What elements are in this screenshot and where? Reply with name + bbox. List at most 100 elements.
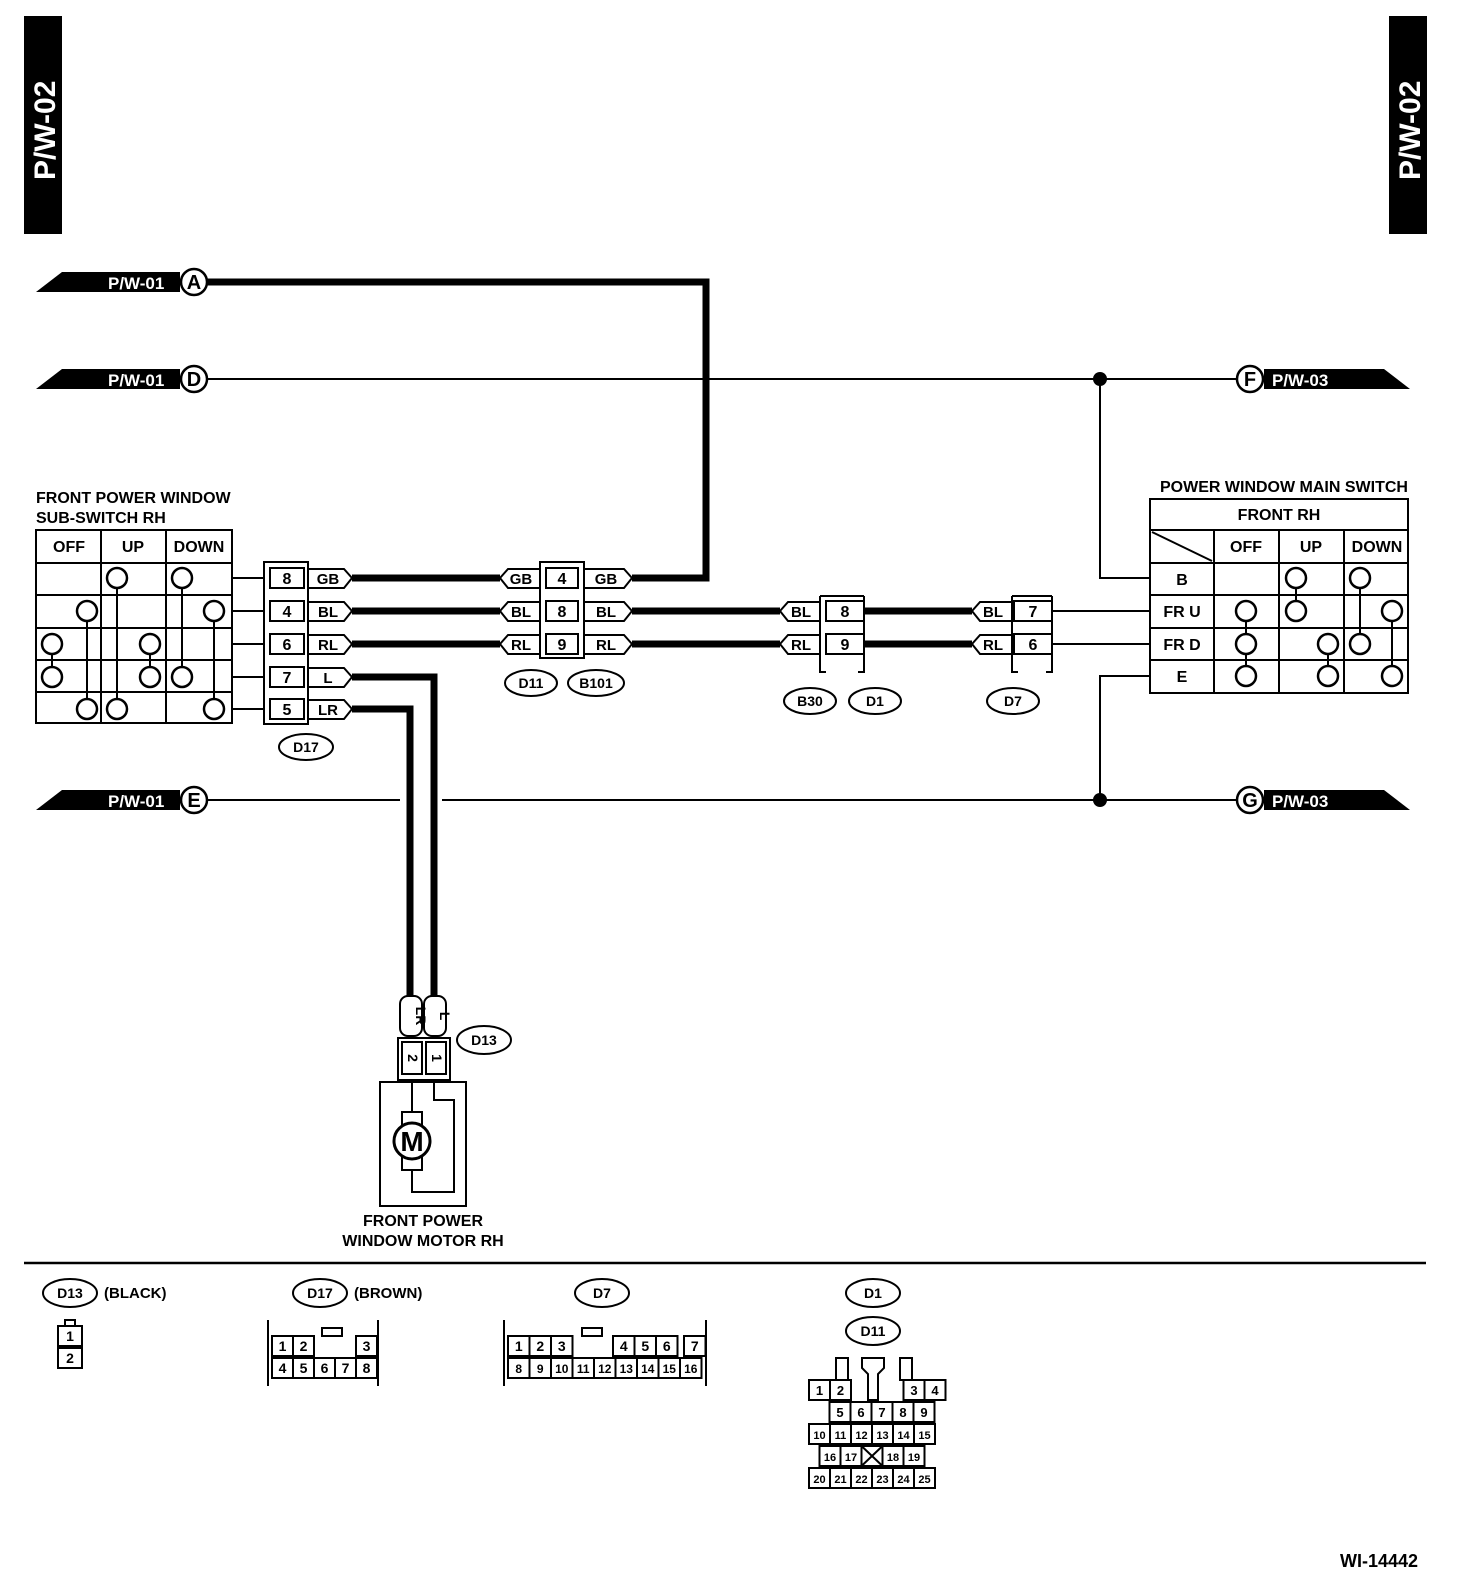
svg-text:OFF: OFF (1230, 539, 1262, 556)
svg-text:FRONT POWER: FRONT POWER (363, 1213, 483, 1230)
d1-pin: 16 (824, 1452, 836, 1464)
connector-d13: LR L 2 1 D13 (397, 995, 512, 1081)
svg-text:D1: D1 (866, 693, 884, 709)
d1-pin: 14 (897, 1430, 910, 1442)
svg-text:B101: B101 (579, 675, 613, 691)
connector-d11-b101: 4 8 9 GB BL RL GB BL RL D11 B101 (498, 561, 634, 697)
svg-text:1: 1 (66, 1328, 74, 1344)
svg-text:F: F (1244, 369, 1256, 391)
d1-pin: 9 (920, 1405, 927, 1420)
d1-pin: 7 (878, 1405, 885, 1420)
svg-text:B30: B30 (797, 693, 823, 709)
svg-text:D: D (187, 369, 201, 391)
d7-pin: 13 (620, 1362, 634, 1376)
ref-arrow-a: P/W-01 A (36, 267, 209, 297)
d1-pin: 10 (813, 1430, 825, 1442)
svg-text:P/W-01: P/W-01 (108, 274, 164, 293)
svg-text:D1: D1 (864, 1285, 882, 1301)
svg-text:D7: D7 (593, 1285, 611, 1301)
d17-pin: 5 (300, 1360, 308, 1376)
d17-cell (292, 1335, 315, 1357)
d1-blank-cross (860, 1445, 884, 1467)
svg-text:P/W-03: P/W-03 (1272, 371, 1328, 390)
svg-text:P/W-02: P/W-02 (1394, 81, 1427, 180)
svg-text:WINDOW MOTOR RH: WINDOW MOTOR RH (342, 1233, 503, 1250)
svg-text:9: 9 (841, 637, 850, 654)
d7-pin: 8 (515, 1362, 522, 1376)
svg-text:D7: D7 (1004, 693, 1022, 709)
d1-pin: 18 (887, 1452, 899, 1464)
svg-text:RL: RL (318, 637, 338, 654)
svg-text:FRONT RH: FRONT RH (1238, 507, 1321, 524)
svg-text:E: E (187, 790, 200, 812)
d17-pin: 4 (279, 1360, 287, 1376)
page-tab-right: P/W-02 (1389, 16, 1427, 234)
svg-text:(BROWN): (BROWN) (354, 1285, 422, 1302)
svg-text:D17: D17 (293, 739, 319, 755)
svg-text:POWER WINDOW MAIN SWITCH: POWER WINDOW MAIN SWITCH (1160, 479, 1408, 496)
d1-pin: 17 (845, 1452, 857, 1464)
svg-text:4: 4 (558, 571, 567, 588)
svg-text:M: M (400, 1126, 423, 1157)
svg-text:L: L (323, 670, 332, 687)
svg-text:P/W-02: P/W-02 (29, 81, 62, 180)
svg-text:BL: BL (511, 604, 531, 621)
d1-pin: 13 (876, 1430, 888, 1442)
svg-text:D13: D13 (471, 1032, 497, 1048)
d7-cell (655, 1335, 679, 1357)
d7-pin: 4 (620, 1338, 628, 1354)
svg-text:9: 9 (558, 637, 567, 654)
diagram-id: WI-14442 (1340, 1551, 1418, 1571)
svg-text:A: A (187, 272, 201, 294)
d1-cell (829, 1379, 852, 1401)
d1-cell (902, 1445, 926, 1467)
d7-pin: 12 (598, 1362, 612, 1376)
svg-text:6: 6 (1029, 637, 1038, 654)
d17-pin: 3 (363, 1338, 371, 1354)
svg-text:2: 2 (405, 1054, 421, 1062)
d7-pin: 7 (691, 1338, 699, 1354)
connector-b30-d1: 8 9 BL RL B30 D1 (778, 595, 902, 715)
svg-text:FR U: FR U (1163, 604, 1200, 621)
d17-pin: 1 (279, 1338, 287, 1354)
d7-cell (679, 1357, 703, 1379)
d1-pin: 6 (857, 1405, 864, 1420)
d7-pin: 1 (515, 1338, 523, 1354)
d1-pin: 3 (910, 1383, 917, 1398)
ref-arrow-e: P/W-01 E (36, 785, 209, 815)
d1-cell (913, 1467, 936, 1489)
svg-text:FRONT POWER WINDOW: FRONT POWER WINDOW (36, 490, 232, 507)
d1-cell (912, 1401, 936, 1423)
d1-pin: 15 (918, 1430, 930, 1442)
d17-pin: 7 (342, 1360, 350, 1376)
d7-pin: 2 (536, 1338, 544, 1354)
svg-text:(BLACK): (BLACK) (104, 1285, 166, 1302)
svg-text:5: 5 (283, 702, 292, 719)
svg-text:RL: RL (791, 637, 811, 654)
svg-text:6: 6 (283, 637, 292, 654)
svg-text:D17: D17 (307, 1285, 333, 1301)
d17-pin: 2 (300, 1338, 308, 1354)
connector-d7: 7 6 BL RL D7 (970, 595, 1053, 715)
d1-pin: 2 (837, 1383, 844, 1398)
svg-text:P/W-01: P/W-01 (108, 792, 164, 811)
svg-text:GB: GB (595, 571, 618, 588)
svg-text:D11: D11 (519, 675, 544, 691)
d7-pin: 14 (641, 1362, 655, 1376)
svg-text:G: G (1242, 790, 1258, 812)
svg-text:SUB-SWITCH RH: SUB-SWITCH RH (36, 510, 166, 527)
d7-pin: 9 (537, 1362, 544, 1376)
svg-text:BL: BL (318, 604, 338, 621)
svg-text:OFF: OFF (53, 539, 85, 556)
svg-text:DOWN: DOWN (174, 539, 225, 556)
svg-text:DOWN: DOWN (1352, 539, 1403, 556)
d17-cell (355, 1335, 378, 1357)
svg-text:P/W-03: P/W-03 (1272, 792, 1328, 811)
svg-text:8: 8 (841, 604, 850, 621)
d1-pin: 25 (918, 1474, 930, 1486)
svg-text:UP: UP (122, 539, 145, 556)
